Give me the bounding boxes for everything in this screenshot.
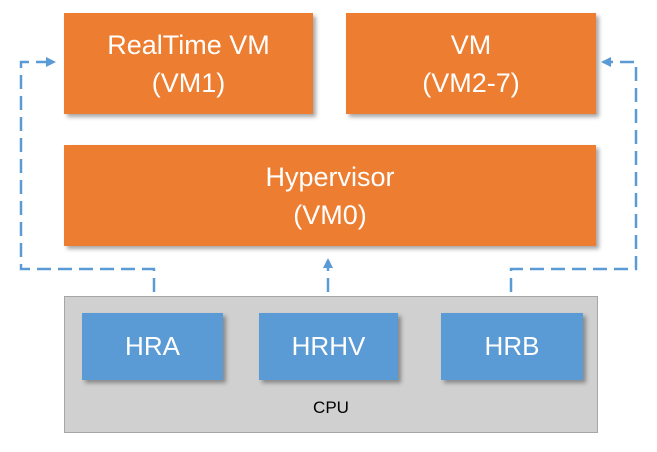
general-vm-box: VM (VM2-7) — [346, 13, 596, 114]
connector-hrb-to-vm — [509, 57, 638, 313]
hra-unit: HRA — [82, 313, 223, 380]
realtime-vm-box: RealTime VM (VM1) — [64, 13, 313, 114]
realtime-vm-id: (VM1) — [151, 67, 226, 98]
hrb-unit: HRB — [441, 313, 583, 380]
hrhv-unit: HRHV — [259, 313, 398, 380]
general-vm-id: (VM2-7) — [422, 67, 520, 98]
general-vm-title: VM — [450, 29, 492, 60]
hra-label: HRA — [125, 331, 180, 361]
hrb-label: HRB — [484, 331, 540, 361]
hypervisor-box: Hypervisor (VM0) — [64, 145, 596, 246]
connector-hra-to-realtime-vm — [19, 57, 156, 313]
cpu-label: CPU — [313, 398, 349, 417]
hrhv-label: HRHV — [291, 331, 366, 361]
hypervisor-id: (VM0) — [293, 199, 367, 230]
realtime-vm-title: RealTime VM — [107, 29, 270, 60]
hypervisor-title: Hypervisor — [265, 161, 395, 192]
